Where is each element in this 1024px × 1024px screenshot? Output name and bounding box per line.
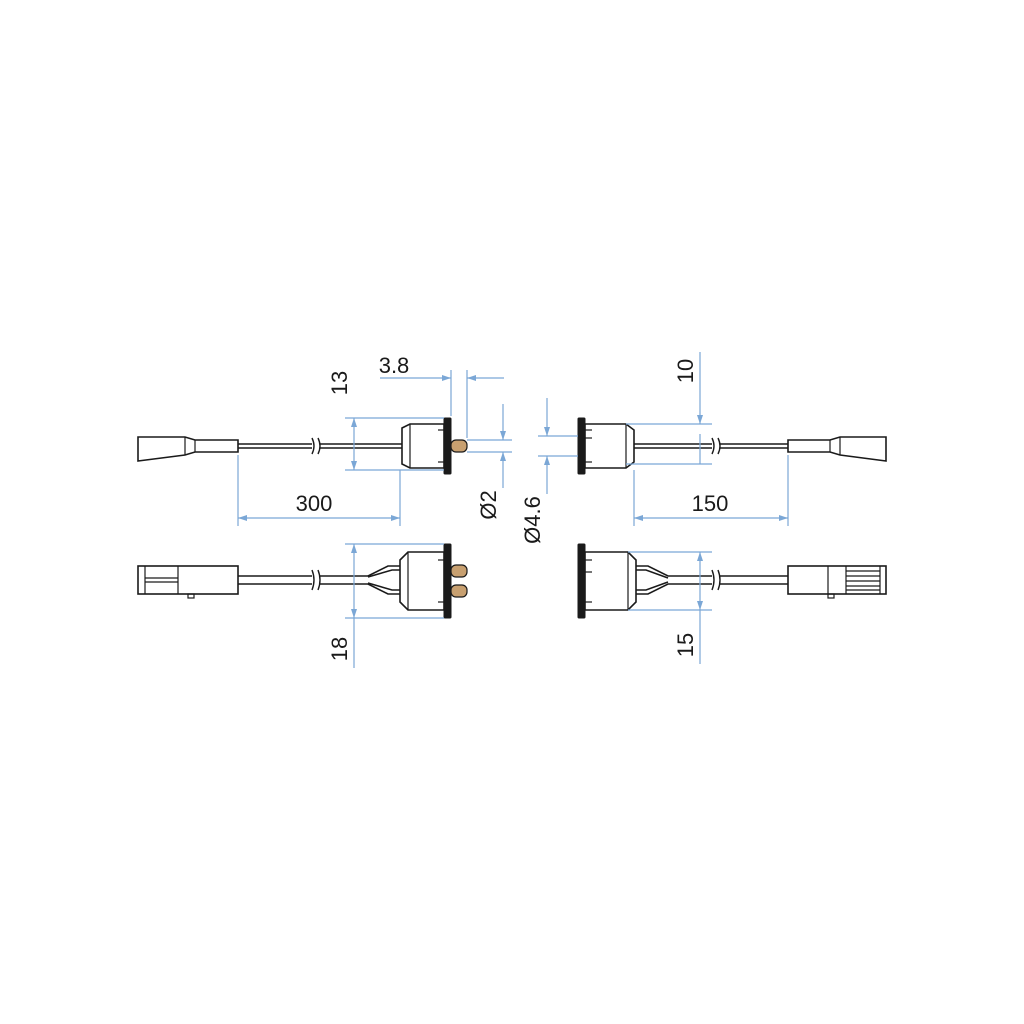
- dim-cable-length-switch: 300: [296, 491, 333, 516]
- flange: [577, 417, 586, 475]
- dimension-lines: [237, 352, 789, 668]
- flange: [443, 543, 452, 619]
- dim-switch-body-height: 13: [327, 371, 352, 395]
- cable-break: [311, 437, 321, 455]
- switch-assembly-top: [137, 417, 468, 475]
- switch-assembly-bottom: [137, 543, 468, 619]
- dim-hole-diameter: Ø4.6: [520, 496, 545, 544]
- socket-assembly-bottom: [577, 543, 887, 619]
- dim-flange-thickness: 3.8: [379, 353, 410, 378]
- flat-plug: [137, 436, 239, 462]
- dim-socket-body-height: 10: [673, 359, 698, 383]
- cable-break: [711, 437, 721, 455]
- cable-break: [311, 569, 321, 591]
- dim-socket-body-height-alt: 15: [673, 633, 698, 657]
- pin: [450, 439, 468, 453]
- flat-socket: [787, 436, 887, 462]
- dim-cable-length-socket: 150: [692, 491, 729, 516]
- cable-break: [711, 569, 721, 591]
- pin: [450, 584, 468, 598]
- switch-body: [401, 423, 445, 469]
- dim-pin-diameter: Ø2: [476, 490, 501, 519]
- pin: [450, 564, 468, 578]
- socket-assembly-top: [577, 417, 887, 475]
- switch-body: [399, 551, 445, 611]
- dim-switch-body-height-alt: 18: [327, 637, 352, 661]
- flange: [577, 543, 586, 619]
- socket-body: [584, 423, 635, 469]
- flange: [443, 417, 452, 475]
- plug-connector: [137, 565, 239, 595]
